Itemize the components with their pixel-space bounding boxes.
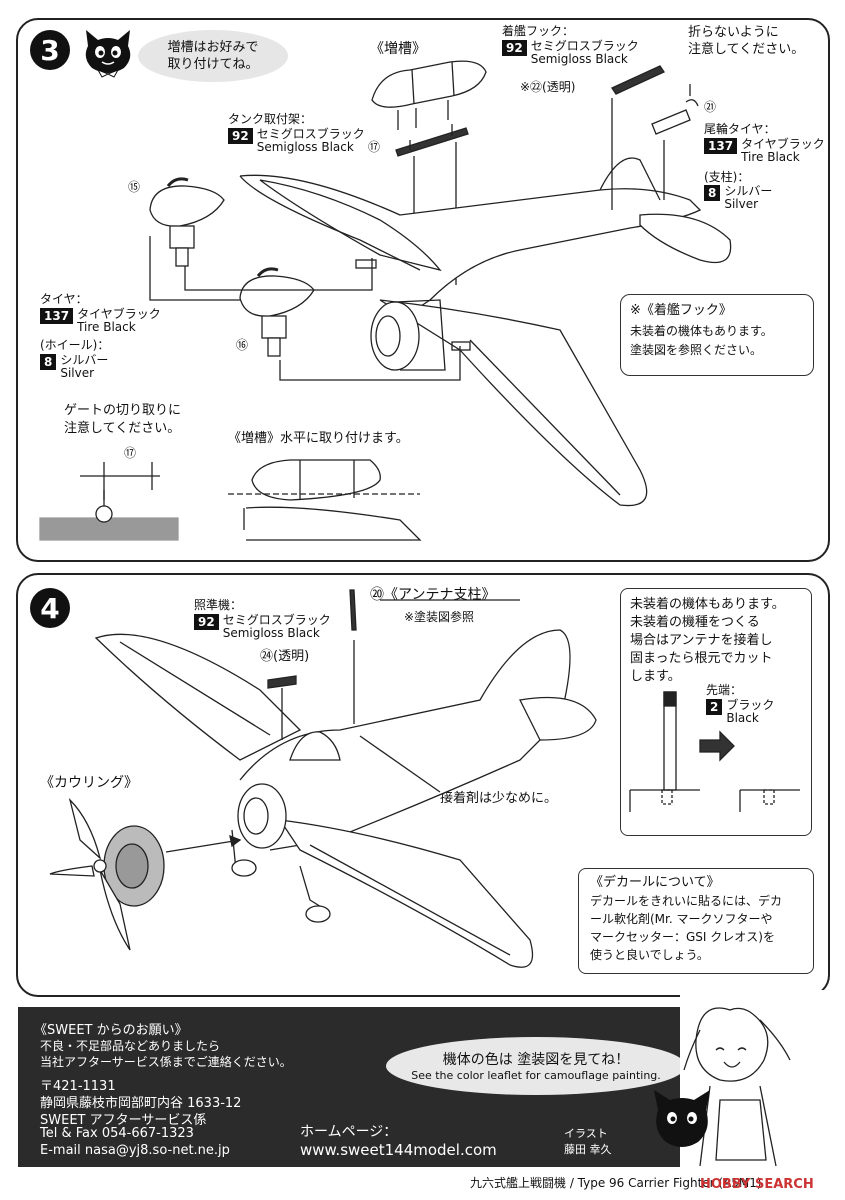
wheel-jp: シルバー xyxy=(60,353,109,367)
tail-wheel-en: Tire Black xyxy=(741,150,800,164)
tail-wheel-jp: タイヤブラック xyxy=(741,137,825,151)
wheel-en: Silver xyxy=(60,366,95,380)
drop-tank-title: 《増槽》 xyxy=(370,41,426,57)
sight-label: 照準機： xyxy=(194,598,243,612)
color-bubble-en: See the color leaflet for camouflage pai… xyxy=(411,1069,661,1082)
decal-note-2: デカールをきれいに貼るには、デカ xyxy=(590,894,783,908)
step3-speech-bubble: 増槽はお好みで 取り付けてね。 xyxy=(138,30,288,82)
strut-jp: シルバー xyxy=(724,184,773,198)
tank-level-note: 《増槽》水平に取り付けます。 xyxy=(228,431,409,446)
bubble-line-2: 取り付けてね。 xyxy=(167,57,259,72)
antenna-note-5: します。 xyxy=(630,669,681,684)
product-caption: 九六式艦上戦闘機 / Type 96 Carrier Fighter (A5M1… xyxy=(470,1176,762,1190)
tire-jp: タイヤブラック xyxy=(77,307,161,321)
wheel-code: 8 xyxy=(40,354,57,370)
clear-part-note: ※㉒(透明) xyxy=(520,80,576,94)
step4-aircraft-drawing xyxy=(49,589,800,968)
request-line-2: 当社アフターサービス係までご連絡ください。 xyxy=(40,1055,292,1069)
decal-note-box xyxy=(578,868,814,974)
antenna-note-2: 未装着の機種をつくる xyxy=(630,615,760,630)
hook-color-en: Semigloss Black xyxy=(530,52,628,66)
decal-note-3: ール軟化剤(Mr. マークソフターや xyxy=(590,912,773,926)
illust-name: 藤田 幸久 xyxy=(564,1143,612,1156)
homepage-label: ホームページ： xyxy=(300,1124,398,1140)
strut-code: 8 xyxy=(704,185,721,201)
request-line-1: 不良・不足部品などありましたら xyxy=(40,1039,221,1053)
cat-mascot-icon xyxy=(85,30,131,78)
tire-code: 137 xyxy=(40,308,74,324)
tail-wheel-code: 137 xyxy=(704,138,738,154)
illust-label: イラスト xyxy=(564,1127,608,1140)
hook-note-3: 塗装図を参照ください。 xyxy=(630,343,763,357)
part-17-gate: ⑰ xyxy=(120,442,140,462)
careful-note-1: 折らないように xyxy=(688,25,779,40)
address-line-3: SWEET アフターサービス係 xyxy=(40,1113,207,1128)
hook-note-1: ※《着艦フック》 xyxy=(630,303,732,318)
part-17: ⑰ xyxy=(364,136,384,156)
hook-note-box xyxy=(620,294,814,376)
sight-part: ㉔(透明) xyxy=(260,649,310,664)
color-bubble: 機体の色は 塗装図を見てね！ See the color leaflet for… xyxy=(386,1037,686,1095)
address-line-4: Tel & Fax 054-667-1323 xyxy=(40,1126,194,1141)
hook-color-code: 92 xyxy=(502,40,527,56)
tire-label: タイヤ： xyxy=(40,292,88,306)
gate-note-2: 注意してください。 xyxy=(64,421,181,436)
antenna-note-1: 未装着の機体もあります。 xyxy=(630,597,785,612)
step3-aircraft-drawing xyxy=(39,60,732,541)
tail-wheel-label: 尾輪タイヤ： xyxy=(704,122,776,136)
part-15: ⑮ xyxy=(124,176,144,196)
address-line-2: 静岡県藤枝市岡部町内谷 1633-12 xyxy=(40,1096,242,1111)
hobby-search-watermark: HOBBY SEARCH xyxy=(700,1177,814,1192)
tip-label: 先端： xyxy=(706,683,743,697)
tire-en: Tire Black xyxy=(77,320,136,334)
cowling-title: 《カウリング》 xyxy=(40,775,138,791)
wheel-label: (ホイール)： xyxy=(40,338,110,352)
antenna-note-4: 固まったら根元でカット xyxy=(630,651,773,666)
tip-en: Black xyxy=(726,711,759,725)
sight-code: 92 xyxy=(194,614,219,630)
tip-code: 2 xyxy=(706,699,723,715)
girl-mascot-illustration xyxy=(654,990,830,1167)
gate-note-1: ゲートの切り取りに xyxy=(64,403,182,418)
strut-en: Silver xyxy=(724,197,759,211)
tank-mount-code: 92 xyxy=(228,128,253,144)
decal-note-4: マークセッター：GSI クレオス)を xyxy=(590,930,775,944)
decal-note-1: 《デカールについて》 xyxy=(590,875,720,890)
careful-note-2: 注意してください。 xyxy=(688,42,805,57)
hook-note-2: 未装着の機体もあります。 xyxy=(630,324,773,338)
tank-mount-en: Semigloss Black xyxy=(256,140,354,154)
tip-jp: ブラック xyxy=(726,698,775,712)
step4-number: 4 xyxy=(30,588,70,628)
part-21: ㉑ xyxy=(700,96,720,116)
color-bubble-jp: 機体の色は 塗装図を見てね！ xyxy=(442,1052,630,1068)
antenna-title: ⑳《アンテナ支柱》 xyxy=(370,587,496,603)
strut-label: (支柱)： xyxy=(704,170,750,184)
part-16: ⑯ xyxy=(232,334,252,354)
address-line-5: E-mail nasa@yj8.so-net.ne.jp xyxy=(40,1143,230,1158)
sight-en: Semigloss Black xyxy=(222,626,320,640)
tank-mount-label: タンク取付架： xyxy=(228,112,313,126)
request-title: 《SWEET からのお願い》 xyxy=(34,1023,188,1038)
bubble-line-1: 増槽はお好みで xyxy=(167,40,259,55)
address-line-1: 〒421-1131 xyxy=(40,1079,116,1094)
glue-note: 接着剤は少なめに。 xyxy=(440,791,558,806)
tank-mount-jp: セミグロスブラック xyxy=(256,127,365,141)
step3-number: 3 xyxy=(30,30,70,70)
sight-jp: セミグロスブラック xyxy=(222,613,331,627)
hook-label: 着艦フック： xyxy=(502,24,575,38)
decal-note-5: 使うと良いでしょう。 xyxy=(590,948,709,962)
antenna-ref: ※塗装図参照 xyxy=(404,610,475,624)
antenna-note-3: 場合はアンテナを接着し xyxy=(630,633,773,648)
hook-color-jp: セミグロスブラック xyxy=(530,39,639,53)
homepage-url[interactable]: www.sweet144model.com xyxy=(300,1141,497,1159)
